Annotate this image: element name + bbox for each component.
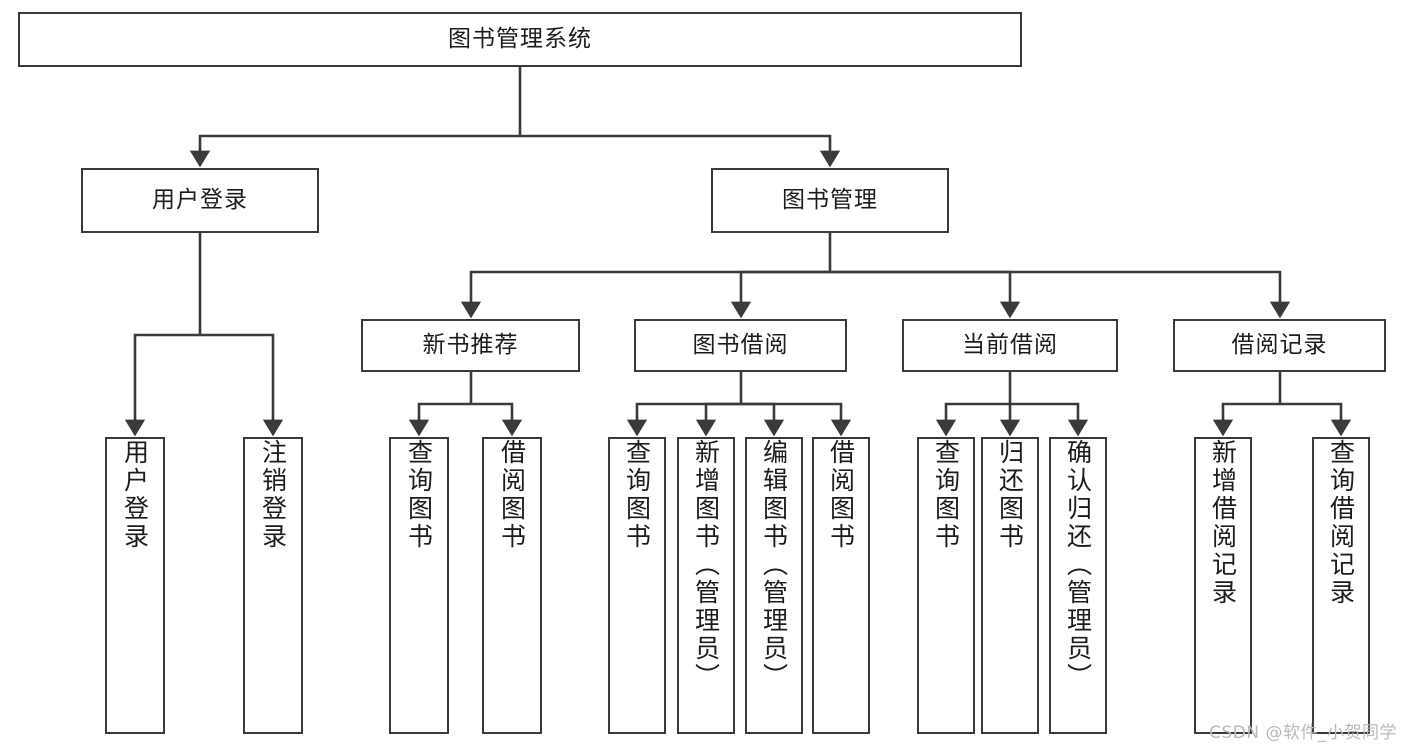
node-label: 用户登录: [152, 186, 248, 213]
csdn-watermark: CSDN @软件_小贺同学: [1209, 723, 1397, 743]
node-records[interactable]: 借阅记录: [1173, 319, 1386, 372]
edge-borrow-to-leaf-borrow-3: [741, 402, 785, 437]
node-label: 图书借阅: [692, 331, 789, 358]
node-leaf-records-1[interactable]: 新增借阅记录: [1194, 437, 1252, 734]
edge-newbook-to-leaf-newbook-2: [471, 402, 523, 437]
node-label: 查询借阅记录: [1326, 439, 1356, 607]
node-leaf-current-2[interactable]: 归还图书: [981, 437, 1039, 734]
edge-bookmgmt-to-borrow: [730, 270, 830, 319]
node-label: 新增图书（管理员）: [691, 439, 721, 691]
edge-current-to-leaf-current-1: [935, 402, 1010, 437]
node-borrow[interactable]: 图书借阅: [634, 319, 847, 372]
node-current[interactable]: 当前借阅: [902, 319, 1118, 372]
edge-records-to-leaf-records-1: [1212, 402, 1280, 437]
node-leaf-borrow-1[interactable]: 查询图书: [608, 437, 666, 734]
node-label: 用户登录: [120, 439, 150, 551]
node-label: 查询图书: [622, 439, 652, 551]
node-label: 借阅记录: [1231, 331, 1328, 358]
node-label: 当前借阅: [962, 331, 1058, 358]
edge-borrow-to-leaf-borrow-1: [626, 402, 741, 437]
edge-login-to-leaf-login-1: [124, 333, 200, 437]
node-label: 新书推荐: [422, 331, 519, 358]
node-bookmgmt[interactable]: 图书管理: [711, 168, 949, 233]
node-label: 图书管理: [782, 186, 878, 213]
node-login[interactable]: 用户登录: [81, 168, 319, 233]
edge-borrow-to-leaf-borrow-2: [695, 402, 741, 437]
edge-current-to-leaf-current-3: [1010, 402, 1089, 437]
node-label: 归还图书: [995, 439, 1025, 551]
edge-root-to-bookmgmt: [520, 134, 841, 168]
node-leaf-borrow-4[interactable]: 借阅图书: [812, 437, 870, 734]
node-leaf-current-3[interactable]: 确认归还（管理员）: [1049, 437, 1107, 734]
node-label: 查询图书: [931, 439, 961, 551]
node-label: 图书管理系统: [448, 25, 592, 52]
edge-bookmgmt-to-records: [830, 270, 1291, 319]
node-leaf-newbook-2[interactable]: 借阅图书: [482, 437, 542, 734]
edge-login-to-leaf-login-2: [200, 333, 284, 437]
node-label: 确认归还（管理员）: [1063, 439, 1093, 691]
node-label: 编辑图书（管理员）: [759, 439, 789, 691]
node-label: 查询图书: [404, 439, 434, 551]
edge-newbook-to-leaf-newbook-1: [408, 402, 471, 437]
node-leaf-newbook-1[interactable]: 查询图书: [389, 437, 449, 734]
node-label: 借阅图书: [497, 439, 527, 551]
node-leaf-borrow-2[interactable]: 新增图书（管理员）: [677, 437, 735, 734]
node-newbook[interactable]: 新书推荐: [361, 319, 580, 372]
node-root[interactable]: 图书管理系统: [18, 12, 1022, 67]
node-label: 新增借阅记录: [1208, 439, 1238, 607]
edge-bookmgmt-to-current: [830, 270, 1021, 319]
node-leaf-login-2[interactable]: 注销登录: [243, 437, 303, 734]
node-label: 注销登录: [258, 439, 288, 551]
edge-records-to-leaf-records-2: [1280, 402, 1352, 437]
node-leaf-borrow-3[interactable]: 编辑图书（管理员）: [745, 437, 803, 734]
node-leaf-records-2[interactable]: 查询借阅记录: [1312, 437, 1370, 734]
edge-root-to-login: [189, 134, 520, 168]
node-leaf-current-1[interactable]: 查询图书: [917, 437, 975, 734]
edge-borrow-to-leaf-borrow-4: [741, 402, 852, 437]
node-label: 借阅图书: [826, 439, 856, 551]
edge-bookmgmt-to-newbook: [460, 270, 830, 319]
node-leaf-login-1[interactable]: 用户登录: [105, 437, 165, 734]
